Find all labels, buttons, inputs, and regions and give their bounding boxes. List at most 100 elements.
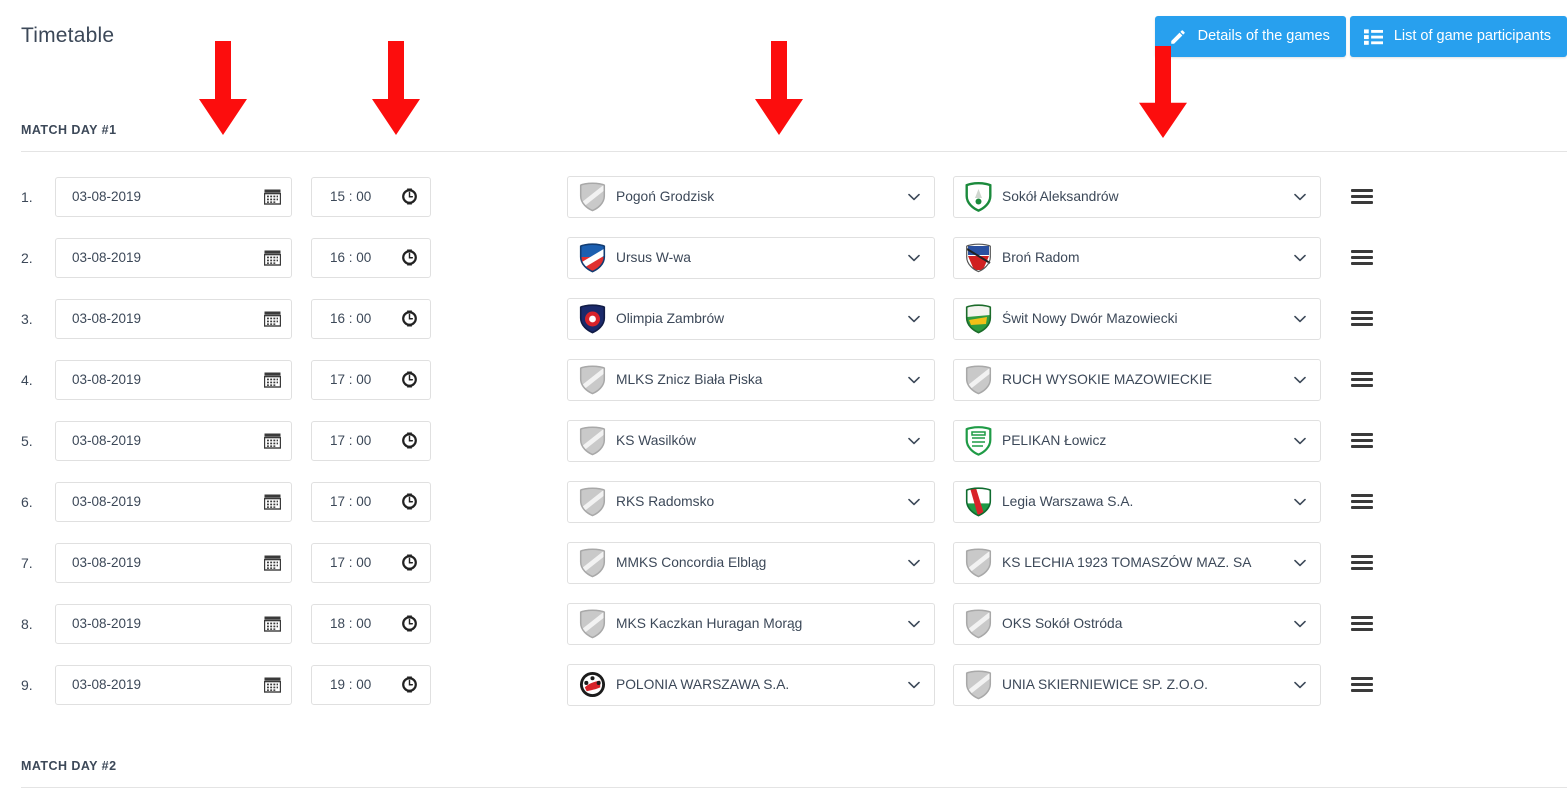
drag-handle-icon[interactable] — [1351, 189, 1373, 204]
time-input[interactable]: 16 : 00 — [311, 237, 431, 278]
home-team-select[interactable]: MKS Kaczkan Huragan Morąg — [567, 602, 935, 645]
time-input[interactable]: 19 : 00 — [311, 664, 431, 705]
date-value: 03-08-2019 — [72, 494, 142, 509]
calendar-icon[interactable] — [264, 493, 281, 510]
calendar-icon[interactable] — [264, 188, 281, 205]
away-team-select[interactable]: Sokół Aleksandrów — [953, 175, 1321, 218]
date-value: 03-08-2019 — [72, 677, 142, 692]
drag-handle-icon[interactable] — [1351, 677, 1373, 692]
drag-handle-icon[interactable] — [1351, 494, 1373, 509]
date-input[interactable]: 03-08-2019 — [55, 481, 292, 522]
away-team-select[interactable]: UNIA SKIERNIEWICE SP. Z.O.O. — [953, 663, 1321, 706]
chevron-down-icon[interactable] — [908, 376, 920, 384]
pencil-icon — [1169, 28, 1187, 46]
drag-handle-icon[interactable] — [1351, 372, 1373, 387]
list-of-game-participants-label: List of game participants — [1393, 28, 1551, 45]
clock-icon[interactable] — [401, 676, 418, 693]
time-input[interactable]: 17 : 00 — [311, 481, 431, 522]
drag-handle-icon[interactable] — [1351, 433, 1373, 448]
chevron-down-icon[interactable] — [1294, 376, 1306, 384]
date-input[interactable]: 03-08-2019 — [55, 603, 292, 644]
calendar-icon[interactable] — [264, 615, 281, 632]
date-input[interactable]: 03-08-2019 — [55, 664, 292, 705]
chevron-down-icon[interactable] — [1294, 315, 1306, 323]
away-team-select[interactable]: KS LECHIA 1923 TOMASZÓW MAZ. SA — [953, 541, 1321, 584]
home-team-name: MLKS Znicz Biała Piska — [616, 372, 763, 387]
list-of-game-participants-button[interactable]: List of game participants — [1349, 16, 1567, 57]
away-team-name: OKS Sokół Ostróda — [1002, 616, 1123, 631]
clock-icon[interactable] — [401, 188, 418, 205]
away-team-crest-icon — [965, 181, 992, 212]
clock-icon[interactable] — [401, 554, 418, 571]
date-input[interactable]: 03-08-2019 — [55, 237, 292, 278]
time-input[interactable]: 15 : 00 — [311, 176, 431, 217]
away-team-select[interactable]: PELIKAN Łowicz — [953, 419, 1321, 462]
date-input[interactable]: 03-08-2019 — [55, 176, 292, 217]
home-team-select[interactable]: Ursus W-wa — [567, 236, 935, 279]
row-index: 2. — [21, 249, 33, 266]
home-team-select[interactable]: POLONIA WARSZAWA S.A. — [567, 663, 935, 706]
calendar-icon[interactable] — [264, 310, 281, 327]
clock-icon[interactable] — [401, 493, 418, 510]
clock-icon[interactable] — [401, 371, 418, 388]
time-input[interactable]: 18 : 00 — [311, 603, 431, 644]
chevron-down-icon[interactable] — [1294, 254, 1306, 262]
home-team-crest-icon — [579, 670, 606, 700]
date-value: 03-08-2019 — [72, 433, 142, 448]
home-team-select[interactable]: Olimpia Zambrów — [567, 297, 935, 340]
home-team-name: RKS Radomsko — [616, 494, 715, 509]
chevron-down-icon[interactable] — [908, 437, 920, 445]
away-team-select[interactable]: Legia Warszawa S.A. — [953, 480, 1321, 523]
away-team-select[interactable]: RUCH WYSOKIE MAZOWIECKIE — [953, 358, 1321, 401]
calendar-icon[interactable] — [264, 676, 281, 693]
clock-icon[interactable] — [401, 615, 418, 632]
chevron-down-icon[interactable] — [908, 315, 920, 323]
date-input[interactable]: 03-08-2019 — [55, 420, 292, 461]
date-input[interactable]: 03-08-2019 — [55, 542, 292, 583]
away-team-crest-icon — [965, 364, 992, 395]
home-team-select[interactable]: MMKS Concordia Elbląg — [567, 541, 935, 584]
home-team-select[interactable]: Pogoń Grodzisk — [567, 175, 935, 218]
time-value: 16 : 00 — [330, 311, 372, 326]
away-team-select[interactable]: OKS Sokół Ostróda — [953, 602, 1321, 645]
drag-handle-icon[interactable] — [1351, 250, 1373, 265]
clock-icon[interactable] — [401, 310, 418, 327]
chevron-down-icon[interactable] — [908, 498, 920, 506]
chevron-down-icon[interactable] — [1294, 193, 1306, 201]
drag-handle-icon[interactable] — [1351, 616, 1373, 631]
row-index: 4. — [21, 371, 33, 388]
chevron-down-icon[interactable] — [1294, 437, 1306, 445]
calendar-icon[interactable] — [264, 249, 281, 266]
chevron-down-icon[interactable] — [908, 254, 920, 262]
away-team-select[interactable]: Świt Nowy Dwór Mazowiecki — [953, 297, 1321, 340]
chevron-down-icon[interactable] — [1294, 559, 1306, 567]
chevron-down-icon[interactable] — [1294, 620, 1306, 628]
home-team-select[interactable]: KS Wasilków — [567, 419, 935, 462]
row-index: 6. — [21, 493, 33, 510]
time-input[interactable]: 17 : 00 — [311, 542, 431, 583]
away-team-select[interactable]: Broń Radom — [953, 236, 1321, 279]
calendar-icon[interactable] — [264, 432, 281, 449]
calendar-icon[interactable] — [264, 371, 281, 388]
away-team-crest-icon — [965, 486, 992, 517]
time-input[interactable]: 17 : 00 — [311, 420, 431, 461]
home-team-select[interactable]: RKS Radomsko — [567, 480, 935, 523]
time-input[interactable]: 16 : 00 — [311, 298, 431, 339]
drag-handle-icon[interactable] — [1351, 555, 1373, 570]
date-input[interactable]: 03-08-2019 — [55, 359, 292, 400]
home-team-select[interactable]: MLKS Znicz Biała Piska — [567, 358, 935, 401]
chevron-down-icon[interactable] — [908, 620, 920, 628]
clock-icon[interactable] — [401, 432, 418, 449]
chevron-down-icon[interactable] — [1294, 498, 1306, 506]
details-of-the-games-button[interactable]: Details of the games — [1154, 16, 1346, 57]
chevron-down-icon[interactable] — [908, 681, 920, 689]
drag-handle-icon[interactable] — [1351, 311, 1373, 326]
time-input[interactable]: 17 : 00 — [311, 359, 431, 400]
chevron-down-icon[interactable] — [908, 193, 920, 201]
clock-icon[interactable] — [401, 249, 418, 266]
date-input[interactable]: 03-08-2019 — [55, 298, 292, 339]
chevron-down-icon[interactable] — [1294, 681, 1306, 689]
chevron-down-icon[interactable] — [908, 559, 920, 567]
calendar-icon[interactable] — [264, 554, 281, 571]
